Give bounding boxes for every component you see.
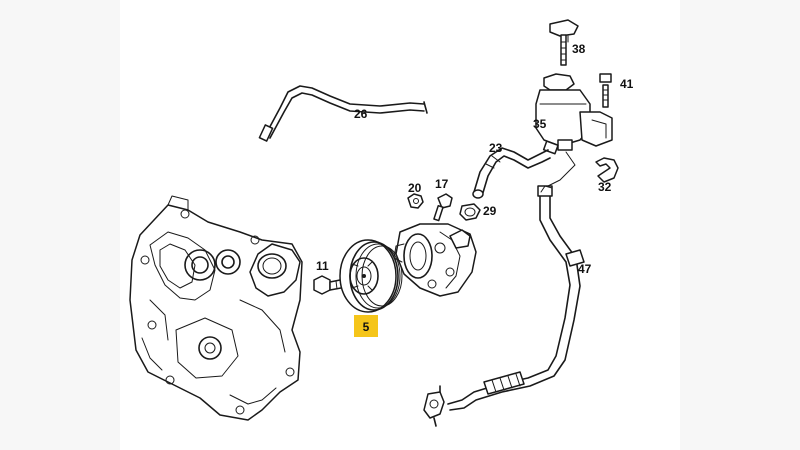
callout-35[interactable]: 35 — [533, 117, 547, 131]
hose-23 — [472, 147, 551, 199]
callout-41[interactable]: 41 — [620, 77, 634, 91]
callout-23[interactable]: 23 — [489, 141, 503, 155]
callout-20[interactable]: 20 — [408, 181, 422, 195]
callout-11[interactable]: 11 — [316, 259, 329, 273]
parts-diagram: 38 41 35 26 23 32 20 17 29 11 47 5 — [129, 19, 634, 427]
reservoir-assembly — [535, 19, 613, 155]
engine-front-cover — [129, 195, 303, 421]
callout-29[interactable]: 29 — [483, 204, 497, 218]
pressure-hose-47 — [423, 185, 585, 427]
power-steering-pump — [393, 223, 477, 297]
callout-47[interactable]: 47 — [578, 262, 592, 276]
callout-26[interactable]: 26 — [354, 107, 368, 121]
small-fittings — [407, 193, 481, 222]
hose-26 — [258, 85, 428, 142]
pulley-5 — [339, 239, 403, 313]
diagram-canvas: 38 41 35 26 23 32 20 17 29 11 47 5 — [120, 0, 680, 450]
highlight-box[interactable] — [354, 315, 378, 337]
callout-32[interactable]: 32 — [598, 180, 612, 194]
callout-17[interactable]: 17 — [435, 177, 449, 191]
callout-5[interactable]: 5 — [363, 320, 370, 334]
highlight-callout-5[interactable]: 5 — [354, 315, 378, 337]
clip-32 — [595, 157, 619, 183]
callouts: 38 41 35 26 23 32 20 17 29 11 47 — [316, 42, 634, 276]
callout-38[interactable]: 38 — [572, 42, 586, 56]
leader-lines — [547, 35, 576, 187]
